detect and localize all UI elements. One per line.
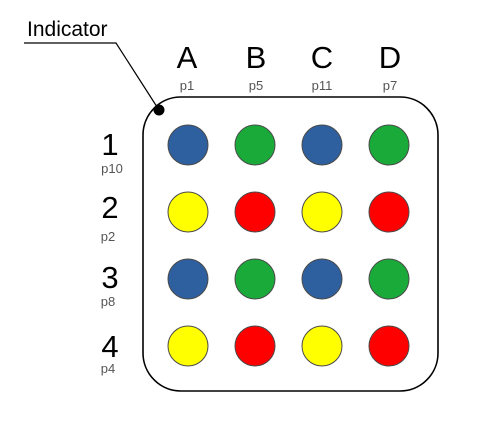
led-a2-yellow [167,191,209,233]
led-d2-red [368,191,410,233]
row-number-4: 4 [101,329,118,364]
led-a3-blue [167,258,209,300]
led-d4-red [368,325,410,367]
row-number-1: 1 [101,127,118,162]
row-pin-1: p10 [101,161,123,176]
column-pin-c: p11 [312,78,333,93]
column-letter-d: D [379,40,401,75]
led-c2-yellow [301,191,343,233]
column-pin-b: p5 [249,78,263,93]
led-a4-yellow [167,325,209,367]
row-number-2: 2 [101,190,118,225]
indicator-label: Indicator [27,18,108,41]
column-pin-d: p7 [383,78,397,93]
led-c1-blue [301,124,343,166]
column-letter-a: A [177,40,198,75]
led-d1-green [368,124,410,166]
led-grid [167,124,410,367]
row-pin-4: p4 [101,361,115,376]
led-c4-yellow [301,325,343,367]
led-d3-green [368,258,410,300]
led-b1-green [234,124,276,166]
row-number-3: 3 [101,260,118,295]
led-a1-blue [167,124,209,166]
indicator-dot [153,104,165,116]
row-pin-3: p8 [101,294,115,309]
led-b2-red [234,191,276,233]
led-b3-green [234,258,276,300]
row-pin-2: p2 [101,229,115,244]
indicator-leader-line [24,42,160,111]
led-b4-red [234,325,276,367]
column-letter-c: C [311,40,333,75]
column-pin-a: p1 [180,78,194,93]
led-c3-blue [301,258,343,300]
package-outline [142,96,439,392]
column-letter-b: B [246,40,267,75]
